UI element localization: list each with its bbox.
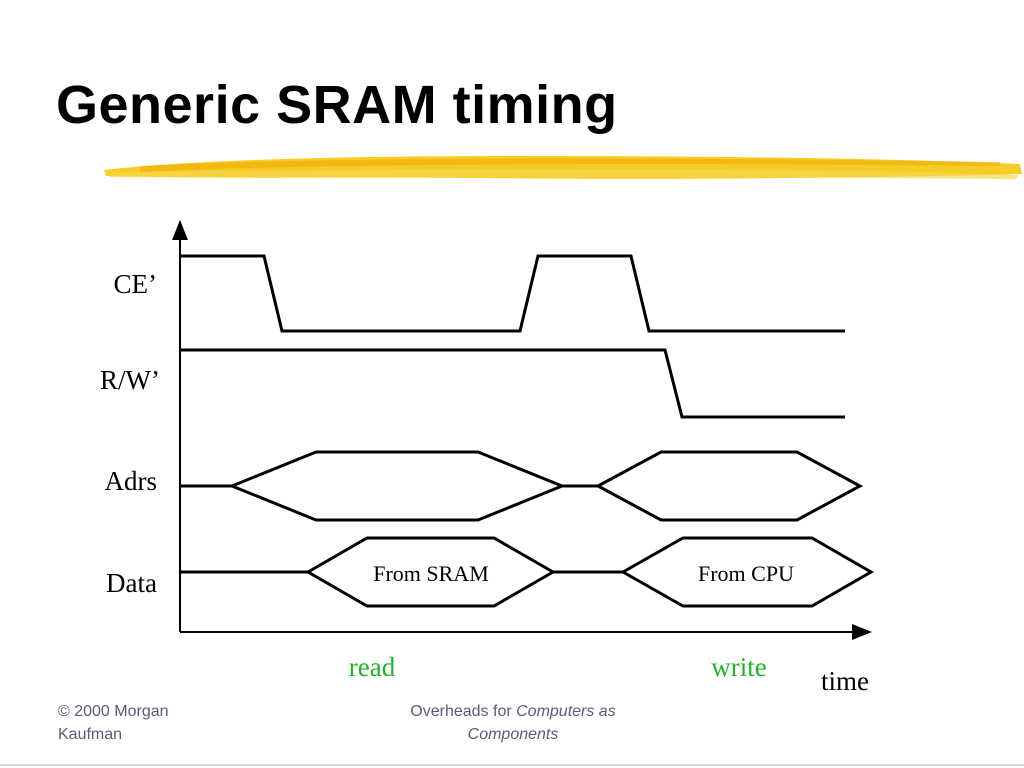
footer-overheads-prefix: Overheads for — [410, 703, 517, 720]
footer-copyright: © 2000 Morgan Kaufman — [58, 700, 278, 746]
adrs-signal-label: Adrs — [105, 466, 158, 496]
footer-copyright-line1: © 2000 Morgan — [58, 703, 169, 720]
from-sram-label: From SRAM — [373, 561, 489, 586]
footer-copyright-line2: Kaufman — [58, 726, 123, 743]
ce-signal-label: CE’ — [114, 269, 158, 299]
footer-book-title-part2: Components — [467, 726, 559, 743]
adrs-write-bus — [594, 450, 864, 522]
from-cpu-label: From CPU — [698, 561, 794, 586]
footer-overheads-line2: Components — [363, 723, 663, 746]
slide-title: Generic SRAM timing — [56, 75, 618, 135]
footer-overheads-line1: Overheads for Computers as — [363, 700, 663, 723]
data-write-bus — [619, 536, 875, 608]
rw-signal-label: R/W’ — [100, 365, 160, 395]
read-phase-label: read — [349, 652, 396, 682]
rw-waveform — [180, 348, 845, 419]
bottom-rule — [0, 764, 1024, 766]
time-axis-label: time — [821, 666, 869, 696]
footer-overheads: Overheads for Computers as Components — [363, 700, 663, 746]
footer-book-title-part1: Computers as — [516, 703, 616, 720]
ce-waveform — [180, 254, 845, 333]
data-signal-label: Data — [106, 568, 157, 598]
title-highlight-stroke — [104, 156, 1022, 179]
write-phase-label: write — [711, 652, 766, 682]
adrs-read-bus — [228, 450, 566, 522]
